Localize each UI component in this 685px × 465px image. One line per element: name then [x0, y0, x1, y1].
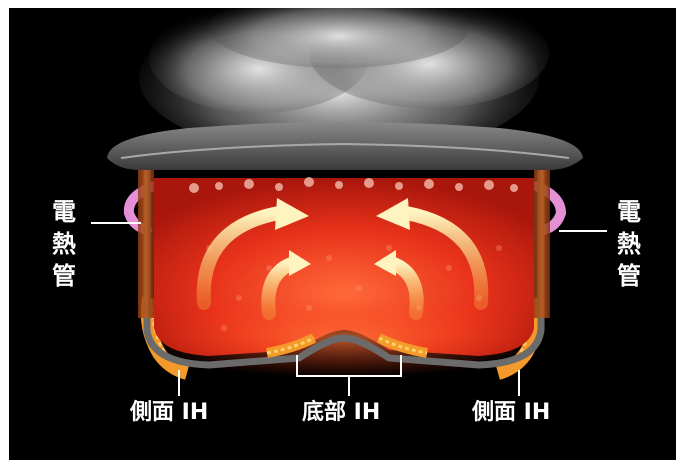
side-ih-label-right: 側面 IH — [472, 400, 550, 426]
side-ih-label-left: 側面 IH — [130, 400, 208, 426]
rice-cooker-illustration — [9, 8, 676, 460]
diagram-frame: 電 熱 管 電 熱 管 側面 IH 底部 IH 側面 IH — [9, 8, 676, 460]
heater-label-left: 電 熱 管 — [49, 196, 79, 292]
bottom-ih-label: 底部 IH — [302, 400, 380, 426]
heater-label-right: 電 熱 管 — [614, 196, 644, 292]
